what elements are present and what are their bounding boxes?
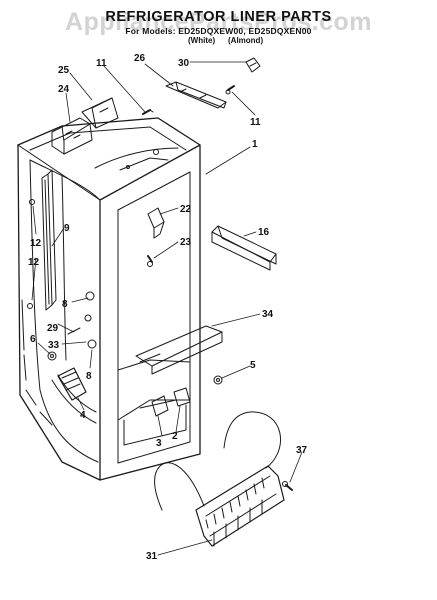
vertical-rail [41, 169, 57, 311]
callout-23: 23 [180, 237, 192, 248]
callout-24: 24 [58, 84, 70, 95]
side-channel [211, 225, 277, 271]
callout-30: 30 [178, 58, 190, 69]
callout-11-top: 11 [96, 58, 107, 69]
callout-numbers: 30 26 11 25 24 11 1 22 23 16 9 12 12 8 3… [28, 53, 308, 562]
callout-5: 5 [250, 360, 256, 371]
callout-9: 9 [64, 223, 70, 234]
shelf-support [135, 325, 223, 375]
liner-cabinet [17, 117, 201, 481]
callout-4: 4 [80, 410, 86, 421]
watermark: AppliancePartsPros.com [65, 8, 372, 36]
floor-brackets [151, 387, 191, 417]
callout-25: 25 [58, 65, 70, 76]
bottom-grille [154, 411, 285, 547]
callout-37: 37 [296, 445, 308, 456]
callout-8-lower: 8 [86, 371, 92, 382]
callout-31: 31 [146, 551, 158, 562]
small-fasteners [27, 199, 97, 361]
damper-control [57, 367, 87, 401]
callout-11-right: 11 [250, 117, 261, 128]
callout-3: 3 [156, 438, 162, 449]
callout-22: 22 [180, 204, 192, 215]
callout-33: 33 [48, 340, 60, 351]
callout-2: 2 [172, 431, 178, 442]
color-almond-label: (Almond) [228, 36, 264, 45]
models-line: For Models: ED25DQXEW00, ED25DQXEN00 [125, 26, 312, 36]
color-white-label: (White) [188, 36, 216, 45]
callout-1: 1 [252, 139, 258, 150]
callout-12-lower: 12 [28, 257, 40, 268]
callout-12-upper: 12 [30, 238, 42, 249]
top-bracket-assembly [51, 97, 119, 155]
clip [245, 57, 261, 73]
callout-8-upper: 8 [62, 299, 68, 310]
callout-16: 16 [258, 227, 270, 238]
screws [142, 85, 293, 491]
callout-6: 6 [30, 334, 36, 345]
diagram-title: REFRIGERATOR LINER PARTS [105, 9, 332, 25]
callout-26: 26 [134, 53, 146, 64]
channel-bracket [165, 81, 227, 109]
small-bracket [147, 207, 165, 239]
callout-34: 34 [262, 309, 274, 320]
callout-29: 29 [47, 323, 59, 334]
leader-lines [31, 61, 303, 556]
